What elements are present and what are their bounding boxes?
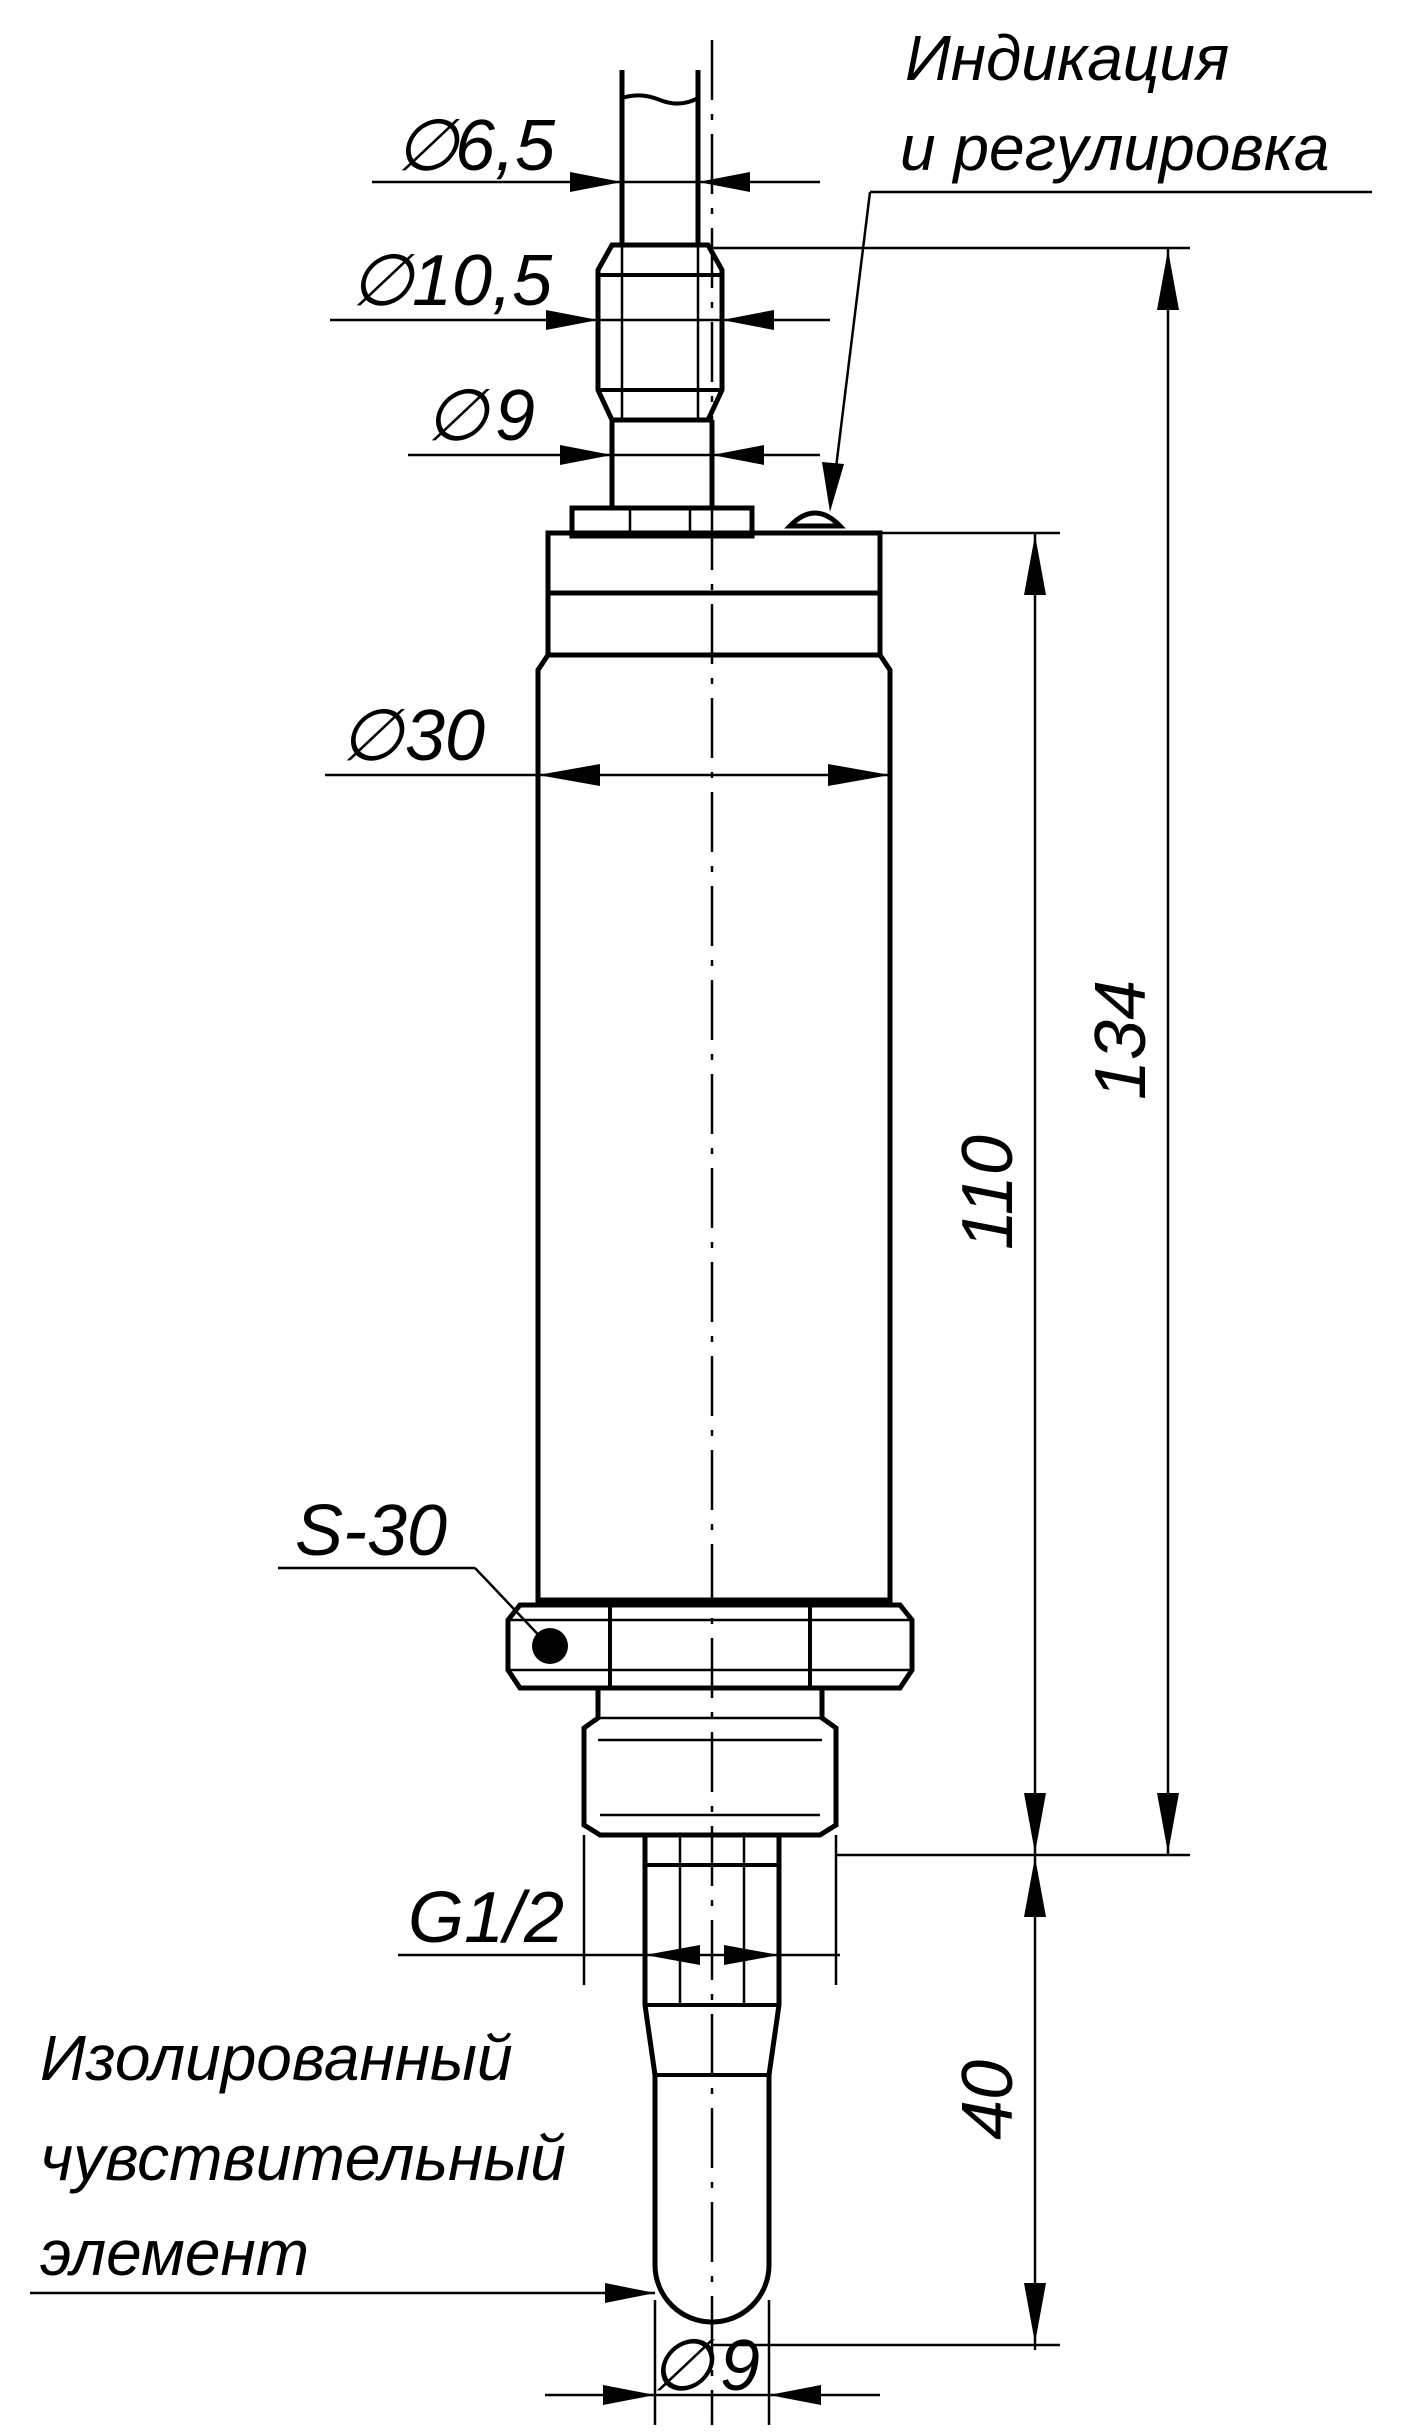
svg-text:Индикация: Индикация — [905, 22, 1229, 94]
neck — [609, 417, 715, 510]
svg-text:∅: ∅ — [395, 106, 461, 186]
label-hex-size: S-30 — [295, 1491, 447, 1571]
svg-text:10,5: 10,5 — [412, 241, 553, 321]
threaded-fitting — [581, 1685, 839, 1838]
head-flange — [545, 505, 883, 658]
svg-text:6,5: 6,5 — [455, 106, 556, 186]
label-thread: G1/2 — [408, 1878, 564, 1958]
cable — [619, 70, 701, 245]
svg-text:9: 9 — [720, 2326, 760, 2406]
svg-text:∅: ∅ — [340, 696, 406, 776]
svg-text:элемент: элемент — [40, 2217, 309, 2289]
dim-body-diameter — [325, 764, 890, 786]
label-probe-diameter: ∅ 9 — [650, 2326, 760, 2406]
leader-indication — [822, 190, 1372, 512]
svg-text:∅: ∅ — [425, 376, 491, 456]
svg-text:и регулировка: и регулировка — [900, 112, 1330, 184]
dim-cable-diameter — [372, 172, 820, 192]
leader-hex-size — [278, 1566, 549, 1646]
dim-probe-diameter — [545, 2300, 880, 2425]
main-body — [535, 652, 893, 1603]
dim-probe-length — [712, 2283, 1060, 2347]
svg-text:чувствительный: чувствительный — [40, 2122, 566, 2194]
hex-nut — [505, 1602, 915, 1691]
label-nut-diameter: ∅ 10,5 — [350, 241, 553, 321]
svg-text:30: 30 — [405, 696, 485, 776]
label-neck-diameter: ∅ 9 — [425, 376, 535, 456]
label-body-diameter: ∅ 30 — [340, 696, 485, 776]
svg-text:9: 9 — [495, 376, 535, 456]
leader-sensor — [30, 2283, 655, 2303]
dim-overall-length — [712, 246, 1190, 1857]
svg-text:∅: ∅ — [650, 2326, 716, 2406]
label-overall-length: 134 — [1081, 980, 1161, 1100]
label-cable-diameter: ∅ 6,5 — [395, 106, 556, 186]
probe — [642, 1832, 782, 2325]
callout-sensor-element: Изолированный чувствительный элемент — [40, 2022, 566, 2289]
svg-text:Изолированный: Изолированный — [40, 2022, 513, 2094]
dim-nut-diameter — [330, 310, 830, 330]
cable-nut — [595, 242, 725, 423]
label-body-length: 110 — [948, 1135, 1028, 1250]
svg-text:∅: ∅ — [350, 241, 416, 321]
dim-neck-diameter — [408, 445, 820, 465]
label-probe-length: 40 — [948, 2060, 1028, 2140]
dim-thread — [398, 1835, 840, 1985]
dim-body-length — [880, 531, 1060, 2350]
callout-indication: Индикация и регулировка — [900, 22, 1330, 184]
